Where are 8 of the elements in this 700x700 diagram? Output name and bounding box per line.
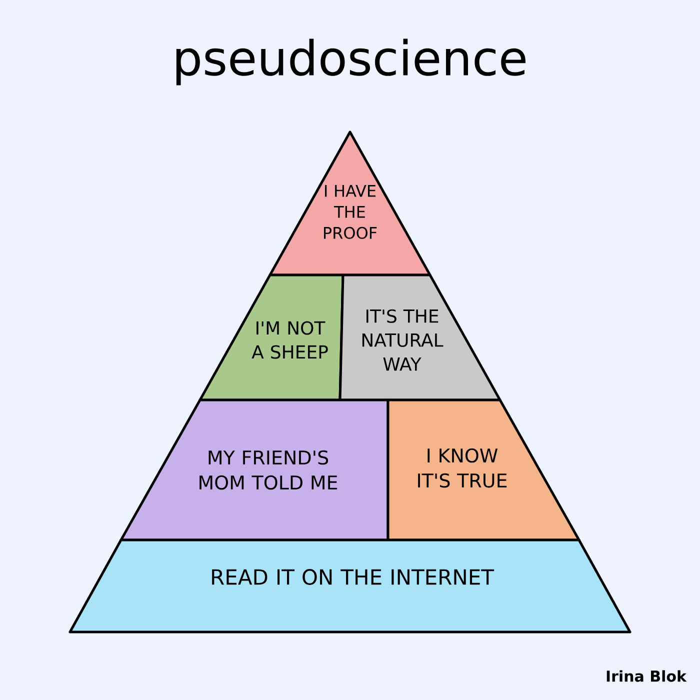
signature: Irina Blok: [606, 670, 687, 682]
pyramid-tier: IT'S THE NATURAL WAY: [338, 274, 502, 402]
title: pseudoscience: [176, 38, 526, 86]
pyramid-tier: I KNOW IT'S TRUE: [386, 398, 580, 542]
pyramid-tier: I'M NOT A SHEEP: [198, 274, 344, 402]
pyramid-tier: MY FRIEND'S MOM TOLD ME: [120, 398, 390, 542]
pyramid-tier: I HAVE THE PROOF: [268, 130, 432, 276]
pyramid-tier: READ IT ON THE INTERNET: [68, 538, 632, 634]
